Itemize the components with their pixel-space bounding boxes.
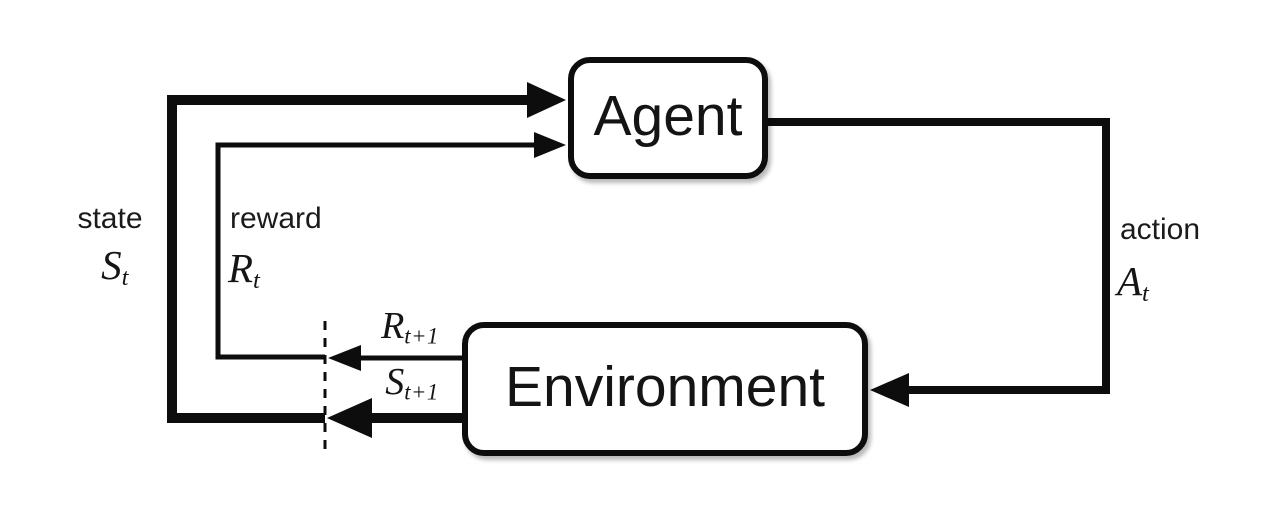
reward-symbol: Rt xyxy=(228,245,260,293)
action-symbol-subscript: t xyxy=(1142,280,1150,308)
state-symbol-letter: S xyxy=(101,242,122,288)
action-symbol-letter: A xyxy=(1117,258,1143,304)
next-reward-arrowhead-icon xyxy=(328,345,361,371)
state-symbol-subscript: t xyxy=(121,264,129,292)
next-state-symbol-subscript: t+1 xyxy=(404,379,439,405)
next-state-arrowhead-icon xyxy=(327,398,372,438)
action-symbol: At xyxy=(1117,258,1149,306)
next-reward-symbol-letter: R xyxy=(381,305,405,347)
reward-symbol-subscript: t xyxy=(253,267,261,295)
state-arrowhead-icon xyxy=(527,82,566,118)
action-arrowhead-icon xyxy=(870,373,909,407)
reward-symbol-letter: R xyxy=(228,245,254,291)
next-state-symbol: St+1 xyxy=(360,361,464,405)
state-word-label: state xyxy=(77,202,143,235)
agent-node: Agent xyxy=(568,57,768,179)
state-line xyxy=(167,95,530,423)
next-state-symbol-letter: S xyxy=(385,361,405,403)
agent-node-label: Agent xyxy=(593,83,743,148)
reward-word-label: reward xyxy=(230,202,322,235)
action-line xyxy=(767,118,1110,394)
reward-arrowhead-icon xyxy=(534,132,566,158)
action-word-label: action xyxy=(1120,213,1201,246)
next-reward-symbol: Rt+1 xyxy=(358,305,462,349)
environment-node: Environment xyxy=(462,322,868,456)
reward-line xyxy=(215,142,537,360)
next-reward-symbol-subscript: t+1 xyxy=(404,323,439,349)
state-symbol: St xyxy=(80,242,150,290)
environment-node-label: Environment xyxy=(505,354,825,419)
